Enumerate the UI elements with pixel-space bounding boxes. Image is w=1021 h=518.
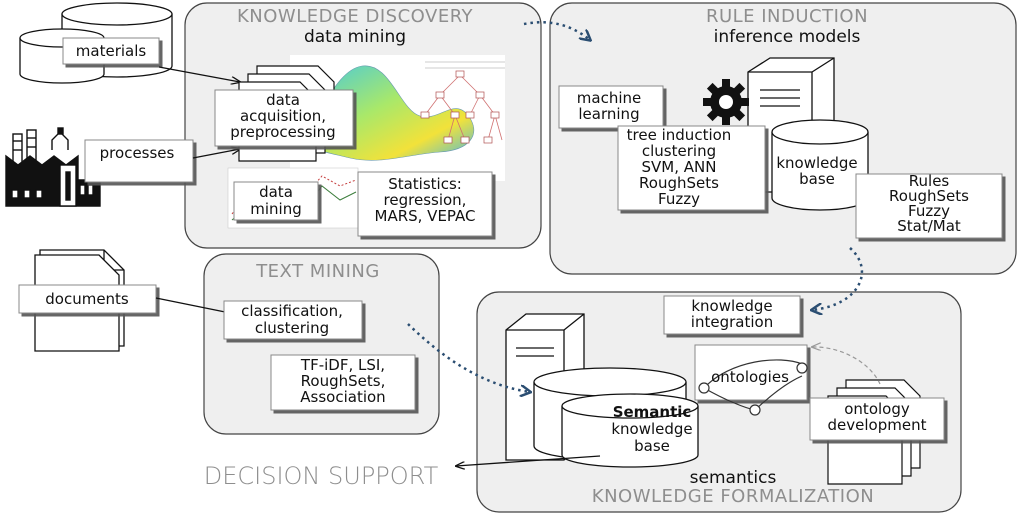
induction-method-1: tree induction bbox=[627, 126, 732, 144]
title-decision-support: DECISION SUPPORT bbox=[204, 462, 439, 490]
acquisition-line-2: acquisition, bbox=[240, 107, 326, 125]
data-mining-line-2: mining bbox=[250, 200, 301, 218]
classification-box bbox=[223, 300, 363, 340]
rules-line-4: Stat/Mat bbox=[897, 217, 961, 235]
documents-box bbox=[18, 284, 157, 314]
subtitle-semantics: semantics bbox=[690, 468, 777, 488]
induction-method-3: SVM, ANN bbox=[642, 158, 717, 176]
arrow-semantic-kb-to-decision-support bbox=[456, 455, 601, 466]
data-mining-box bbox=[233, 181, 319, 221]
rules-line-3: Fuzzy bbox=[908, 202, 950, 220]
ontologies-box bbox=[694, 344, 808, 401]
semantic-kb-cylinder-icon bbox=[533, 367, 699, 468]
acquisition-box bbox=[214, 89, 354, 147]
subtitle-data-mining: data mining bbox=[304, 27, 406, 47]
arrow-documents-to-classification bbox=[155, 297, 235, 314]
statistics-line-3: MARS, VEPAC bbox=[375, 207, 476, 225]
title-text-mining: TEXT MINING bbox=[255, 261, 380, 282]
arrow-materials-to-acquisition bbox=[158, 66, 240, 82]
ontology-development-line-1: ontology bbox=[844, 400, 910, 418]
acquisition-line-3: preprocessing bbox=[230, 123, 335, 141]
knowledge-base-line-1: knowledge bbox=[776, 154, 857, 172]
gear-icon bbox=[703, 79, 749, 125]
acquisition-line-1: data bbox=[266, 91, 300, 109]
induction-method-2: clustering bbox=[642, 142, 716, 160]
classification-line-2: clustering bbox=[255, 319, 329, 337]
materials-box bbox=[62, 37, 160, 65]
statistics-line-1: Statistics: bbox=[388, 175, 462, 193]
text-mining-method-3: Association bbox=[300, 388, 385, 406]
induction-methods-box bbox=[617, 125, 766, 211]
arrow-ontology-development-to-ontologies bbox=[812, 347, 881, 385]
rules-box bbox=[855, 173, 1003, 239]
title-knowledge-formalization: KNOWLEDGE FORMALIZATION bbox=[592, 486, 874, 507]
semantic-kb-line-1: Semantic bbox=[613, 403, 692, 421]
text-mining-method-1: TF-iDF, LSI, bbox=[300, 356, 385, 374]
ontology-development-line-2: development bbox=[828, 416, 927, 434]
data-mining-line-1: data bbox=[259, 183, 293, 201]
documents-label: documents bbox=[45, 290, 129, 308]
machine-learning-line-1: machine bbox=[577, 89, 641, 107]
semantic-kb-line-2: knowledge bbox=[611, 420, 692, 438]
knowledge-integration-box bbox=[663, 295, 801, 335]
title-knowledge-discovery: KNOWLEDGE DISCOVERY bbox=[237, 6, 474, 27]
rules-line-1: Rules bbox=[909, 172, 950, 190]
arrow-discovery-to-induction bbox=[523, 21, 590, 40]
factory-icon bbox=[5, 127, 101, 207]
subtitle-inference-models: inference models bbox=[714, 27, 861, 47]
text-mining-methods-box bbox=[270, 354, 416, 411]
induction-method-4: RoughSets bbox=[639, 174, 719, 192]
knowledge-integration-line-1: knowledge bbox=[691, 297, 772, 315]
machine-learning-line-2: learning bbox=[578, 105, 639, 123]
ontology-development-box bbox=[809, 397, 945, 441]
processes-label: processes bbox=[100, 144, 175, 162]
processes-box bbox=[84, 139, 194, 183]
statistics-box bbox=[357, 171, 493, 237]
machine-learning-box bbox=[558, 85, 664, 129]
knowledge-base-cylinder-icon bbox=[771, 119, 869, 211]
text-mining-method-2: RoughSets, bbox=[301, 372, 386, 390]
ontology-graph-icon bbox=[698, 359, 808, 416]
semantic-kb-line-3: base bbox=[634, 437, 670, 455]
classification-line-1: classification, bbox=[241, 302, 343, 320]
title-rule-induction: RULE INDUCTION bbox=[706, 6, 868, 27]
arrow-textmining-to-semantic-kb bbox=[407, 323, 530, 392]
materials-label: materials bbox=[76, 42, 147, 60]
arrow-processes-to-acquisition bbox=[192, 149, 240, 159]
knowledge-base-line-2: base bbox=[799, 170, 835, 188]
ontologies-label: ontologies bbox=[711, 368, 789, 386]
rules-line-2: RoughSets bbox=[889, 187, 969, 205]
knowledge-integration-line-2: integration bbox=[691, 313, 773, 331]
statistics-line-2: regression, bbox=[384, 191, 467, 209]
induction-method-5: Fuzzy bbox=[658, 190, 700, 208]
